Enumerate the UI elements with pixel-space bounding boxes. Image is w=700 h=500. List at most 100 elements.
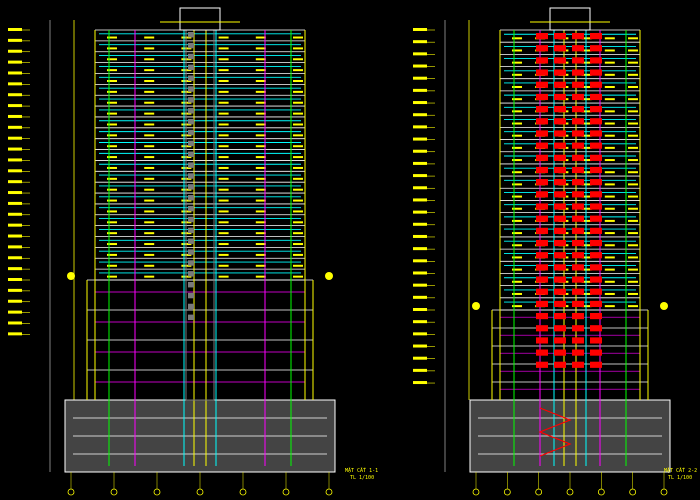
stair-flight xyxy=(188,249,194,255)
level-marker xyxy=(413,76,427,80)
level-marker xyxy=(413,125,427,129)
equipment-tag xyxy=(255,221,266,224)
core-room xyxy=(572,239,584,247)
equipment-tag xyxy=(218,177,229,180)
equipment-tag xyxy=(604,146,615,149)
equipment-tag xyxy=(107,188,117,191)
core-room xyxy=(554,57,566,64)
equipment-tag xyxy=(107,243,117,246)
equipment-tag xyxy=(604,232,615,235)
level-marker xyxy=(413,28,427,31)
section-1-1-title: MẶT CẮT 1-1 xyxy=(345,468,379,474)
equipment-tag xyxy=(581,305,592,308)
core-room xyxy=(572,252,584,259)
core-room xyxy=(590,239,602,247)
equipment-tag xyxy=(218,80,229,82)
equipment-tag xyxy=(255,36,266,39)
core-room xyxy=(554,191,566,198)
core-room xyxy=(554,81,566,88)
equipment-tag xyxy=(218,232,229,235)
level-marker xyxy=(8,256,22,260)
equipment-tag xyxy=(604,207,615,210)
core-room xyxy=(590,118,602,125)
section-2-2-title: MẶT CẮT 2-2 xyxy=(664,468,698,474)
core-room xyxy=(536,45,548,52)
equipment-tag xyxy=(604,305,615,308)
level-marker xyxy=(413,320,427,324)
stair-flight xyxy=(188,151,194,157)
equipment-tag xyxy=(512,280,522,283)
core-room xyxy=(590,154,602,161)
equipment-tag xyxy=(512,134,522,137)
equipment-tag xyxy=(255,156,266,159)
equipment-tag xyxy=(512,86,522,88)
equipment-tag xyxy=(255,199,266,202)
equipment-tag xyxy=(144,134,155,137)
equipment-tag xyxy=(581,232,592,235)
equipment-tag xyxy=(628,268,638,271)
equipment-tag xyxy=(107,253,117,256)
equipment-tag xyxy=(512,37,522,40)
level-marker xyxy=(413,344,427,348)
equipment-tag xyxy=(255,166,266,169)
equipment-tag xyxy=(512,49,522,52)
equipment-tag xyxy=(218,156,229,159)
equipment-tag xyxy=(628,244,638,247)
core-room xyxy=(554,93,566,101)
equipment-tag xyxy=(218,36,229,39)
core-room xyxy=(554,252,566,259)
equipment-tag xyxy=(107,58,117,61)
core-room xyxy=(572,69,584,76)
equipment-tag xyxy=(628,98,638,101)
core-room xyxy=(572,130,584,137)
equipment-tag xyxy=(581,219,592,222)
level-bubble xyxy=(325,272,333,280)
equipment-tag xyxy=(107,221,117,224)
equipment-tag xyxy=(581,61,592,64)
equipment-tag xyxy=(512,219,522,222)
equipment-tag xyxy=(512,183,522,186)
core-room xyxy=(590,57,602,64)
equipment-tag xyxy=(255,232,266,235)
core-room xyxy=(572,300,584,307)
core-room xyxy=(590,313,602,320)
level-marker xyxy=(413,368,427,372)
core-room xyxy=(590,130,602,137)
equipment-tag xyxy=(107,47,117,50)
core-room xyxy=(590,288,602,295)
core-room xyxy=(590,81,602,88)
core-room xyxy=(536,337,548,344)
core-room xyxy=(590,276,602,283)
equipment-tag xyxy=(512,171,522,174)
level-marker xyxy=(8,299,22,303)
equipment-tag xyxy=(581,98,592,101)
equipment-tag xyxy=(293,69,303,72)
equipment-tag xyxy=(604,134,615,137)
core-room xyxy=(572,179,584,186)
core-room xyxy=(590,203,602,210)
level-marker xyxy=(8,332,22,336)
equipment-tag xyxy=(581,110,592,113)
equipment-tag xyxy=(512,256,522,259)
core-room xyxy=(554,154,566,161)
equipment-tag xyxy=(604,292,615,295)
equipment-tag xyxy=(107,101,117,104)
core-room xyxy=(590,215,602,222)
equipment-tag xyxy=(144,253,155,256)
equipment-tag xyxy=(255,58,266,61)
equipment-tag xyxy=(293,199,303,202)
core-room xyxy=(590,142,602,149)
equipment-tag xyxy=(107,232,117,235)
core-room xyxy=(590,227,602,234)
equipment-tag xyxy=(628,305,638,308)
core-room xyxy=(590,325,602,332)
equipment-tag xyxy=(107,199,117,202)
core-room xyxy=(572,45,584,52)
core-room xyxy=(572,227,584,234)
core-room xyxy=(536,154,548,161)
equipment-tag xyxy=(293,156,303,159)
level-marker xyxy=(8,267,22,271)
equipment-tag xyxy=(604,98,615,101)
equipment-tag xyxy=(512,61,522,64)
